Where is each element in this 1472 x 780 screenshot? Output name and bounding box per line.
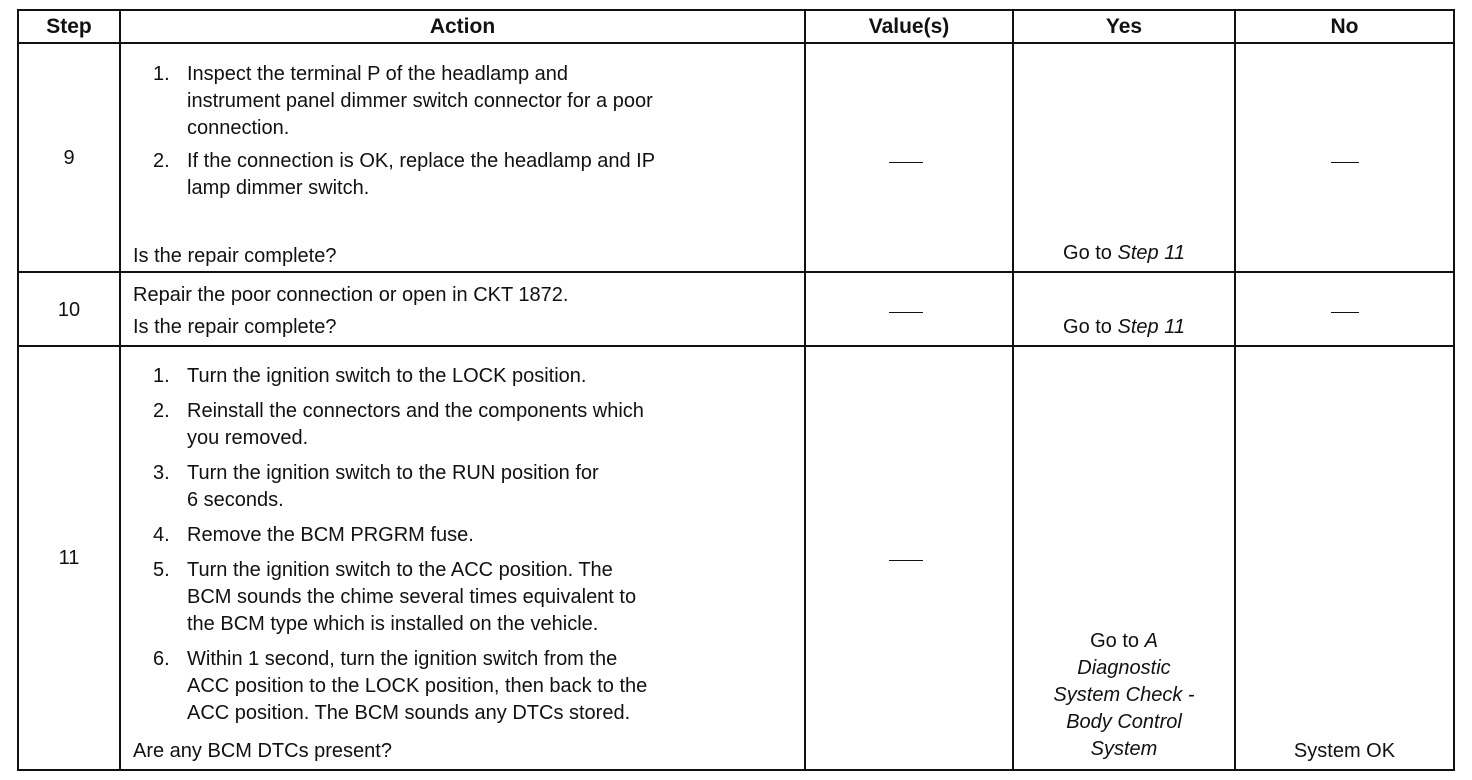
yes-result-line: Go to A bbox=[1014, 628, 1234, 655]
item-line: Reinstall the connectors and the compone… bbox=[187, 400, 644, 422]
action-item: 2. If the connection is OK, replace the … bbox=[131, 148, 655, 202]
item-line: Within 1 second, turn the ignition switc… bbox=[187, 648, 618, 670]
col-divider bbox=[1234, 9, 1236, 771]
question-text: Is the repair complete? bbox=[133, 245, 337, 267]
header-step: Step bbox=[46, 15, 92, 38]
item-number: 2. bbox=[153, 400, 170, 422]
item-number: 6. bbox=[153, 648, 170, 670]
item-number: 3. bbox=[153, 462, 170, 484]
action-item: 4. Remove the BCM PRGRM fuse. bbox=[131, 522, 647, 549]
row-divider bbox=[17, 271, 1455, 273]
value-dash bbox=[889, 162, 923, 163]
yes-prefix: Go to bbox=[1090, 630, 1145, 652]
item-number: 2. bbox=[153, 150, 170, 172]
no-dash bbox=[1331, 312, 1359, 313]
value-dash bbox=[889, 560, 923, 561]
table-border-bottom bbox=[17, 769, 1455, 771]
yes-prefix: Go to bbox=[1063, 316, 1118, 338]
step-number: 10 bbox=[57, 299, 81, 321]
item-line: connection. bbox=[187, 117, 290, 139]
item-line: 6 seconds. bbox=[187, 489, 284, 511]
row-divider bbox=[17, 345, 1455, 347]
action-item: 5. Turn the ignition switch to the ACC p… bbox=[131, 557, 647, 638]
col-divider bbox=[119, 9, 121, 771]
item-number: 5. bbox=[153, 559, 170, 581]
item-line: ACC position to the LOCK position, then … bbox=[187, 675, 648, 697]
yes-result-line: System bbox=[1014, 736, 1234, 763]
item-line: Remove the BCM PRGRM fuse. bbox=[187, 524, 474, 546]
value-dash bbox=[889, 312, 923, 313]
step-link[interactable]: Step 11 bbox=[1117, 316, 1185, 338]
header-action: Action bbox=[429, 15, 496, 38]
header-yes: Yes bbox=[1105, 15, 1143, 38]
action-list: 1. Inspect the terminal P of the headlam… bbox=[131, 61, 655, 202]
action-item: 1. Turn the ignition switch to the LOCK … bbox=[131, 363, 647, 390]
diagnostic-link[interactable]: A bbox=[1144, 630, 1158, 652]
diagnostic-link[interactable]: System bbox=[1090, 738, 1158, 760]
item-line: you removed. bbox=[187, 427, 309, 449]
yes-result-line: System Check - bbox=[1014, 682, 1234, 709]
yes-result-line: Body Control bbox=[1014, 709, 1234, 736]
no-result: System OK bbox=[1293, 740, 1396, 762]
question-text: Are any BCM DTCs present? bbox=[133, 740, 392, 762]
table-border-right bbox=[1453, 9, 1455, 771]
yes-result: Go to A Diagnostic System Check - Body C… bbox=[1014, 628, 1234, 763]
action-item: 1. Inspect the terminal P of the headlam… bbox=[131, 61, 655, 142]
table-border-left bbox=[17, 9, 19, 771]
item-line: Turn the ignition switch to the RUN posi… bbox=[187, 462, 599, 484]
item-number: 1. bbox=[153, 63, 170, 85]
header-no: No bbox=[1330, 15, 1359, 38]
item-line: Turn the ignition switch to the ACC posi… bbox=[187, 559, 613, 581]
item-line: Inspect the terminal P of the headlamp a… bbox=[187, 63, 568, 85]
action-item: 6. Within 1 second, turn the ignition sw… bbox=[131, 646, 647, 727]
action-text: Repair the poor connection or open in CK… bbox=[133, 284, 569, 306]
diagnostic-link[interactable]: Body Control bbox=[1066, 711, 1182, 733]
question-text: Is the repair complete? bbox=[133, 316, 337, 338]
item-line: the BCM type which is installed on the v… bbox=[187, 613, 599, 635]
diagnostic-link[interactable]: Diagnostic bbox=[1077, 657, 1171, 679]
col-divider bbox=[1012, 9, 1014, 771]
item-number: 4. bbox=[153, 524, 170, 546]
item-line: Turn the ignition switch to the LOCK pos… bbox=[187, 365, 587, 387]
col-divider bbox=[804, 9, 806, 771]
header-divider bbox=[17, 42, 1455, 44]
diagnostic-table: Step Action Value(s) Yes No 9 1. Inspect… bbox=[17, 9, 1455, 771]
item-line: If the connection is OK, replace the hea… bbox=[187, 150, 656, 172]
action-list: 1. Turn the ignition switch to the LOCK … bbox=[131, 363, 647, 727]
no-dash bbox=[1331, 162, 1359, 163]
step-number: 11 bbox=[58, 547, 80, 569]
yes-result: Go to Step 11 bbox=[1014, 240, 1234, 267]
header-values: Value(s) bbox=[868, 15, 950, 38]
item-line: lamp dimmer switch. bbox=[187, 177, 370, 199]
step-link[interactable]: Step 11 bbox=[1117, 242, 1185, 264]
yes-result: Go to Step 11 bbox=[1014, 314, 1234, 341]
item-line: BCM sounds the chime several times equiv… bbox=[187, 586, 637, 608]
table-border-top bbox=[17, 9, 1455, 11]
item-number: 1. bbox=[153, 365, 170, 387]
diagnostic-link[interactable]: System Check - bbox=[1053, 684, 1195, 706]
yes-result-line: Diagnostic bbox=[1014, 655, 1234, 682]
step-number: 9 bbox=[63, 147, 75, 169]
action-item: 3. Turn the ignition switch to the RUN p… bbox=[131, 460, 647, 514]
yes-prefix: Go to bbox=[1063, 242, 1118, 264]
action-item: 2. Reinstall the connectors and the comp… bbox=[131, 398, 647, 452]
item-line: instrument panel dimmer switch connector… bbox=[187, 90, 653, 112]
item-line: ACC position. The BCM sounds any DTCs st… bbox=[187, 702, 631, 724]
